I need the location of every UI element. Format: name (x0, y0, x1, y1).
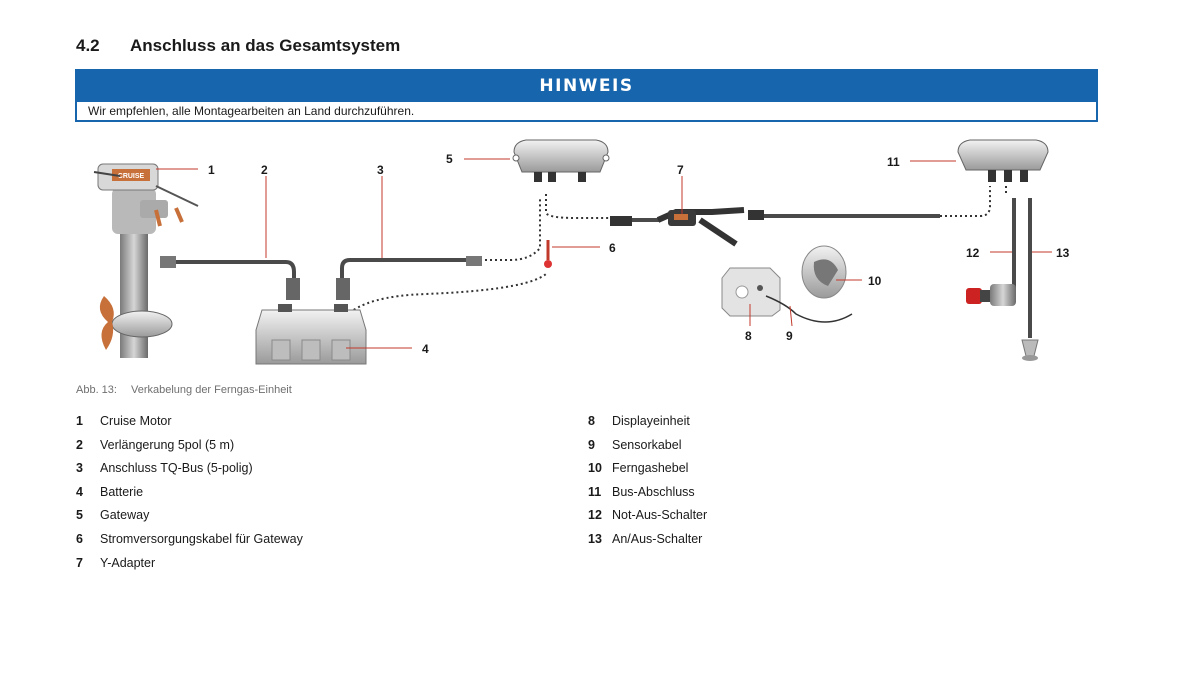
bus-terminator-illustration (957, 139, 1049, 182)
figure-caption: Abb. 13: Verkabelung der Ferngas-Einheit (76, 384, 292, 396)
section-heading: 4.2 Anschluss an das Gesamtsystem (76, 36, 400, 56)
callout-1: 1 (208, 163, 215, 177)
notice-text: Wir empfehlen, alle Montagearbeiten an L… (88, 104, 415, 118)
dotted-wires (345, 186, 1007, 317)
battery-illustration (255, 304, 367, 365)
figure-caption-label: Abb. 13: (76, 384, 117, 396)
callout-5: 5 (446, 152, 453, 166)
on-off-switch-illustration (1021, 339, 1039, 361)
callout-8: 8 (745, 329, 752, 343)
notice-box: HINWEIS Wir empfehlen, alle Montagearbei… (75, 69, 1098, 122)
throttle-lever-illustration (801, 245, 847, 299)
tq-bus-cable (340, 258, 470, 288)
callout-11: 11 (887, 155, 900, 169)
callout-13: 13 (1056, 246, 1070, 260)
figure-caption-text: Verkabelung der Ferngas-Einheit (130, 384, 292, 396)
callout-2: 2 (261, 163, 268, 177)
section-title: Anschluss an das Gesamtsystem (130, 36, 401, 55)
callout-leaders (156, 158, 1052, 349)
callout-10: 10 (868, 274, 882, 288)
emergency-stop-switch-illustration (966, 284, 1016, 306)
callout-12: 12 (966, 246, 980, 260)
callout-9: 9 (786, 329, 793, 343)
gateway-power-wire (345, 273, 547, 317)
wiring-diagram: CRUISE (93, 139, 1070, 365)
y-adapter-illustration (610, 207, 764, 247)
extension-cable-5pol (172, 260, 296, 288)
cruise-motor-illustration: CRUISE (93, 163, 199, 358)
callout-7: 7 (677, 163, 684, 177)
callout-6: 6 (609, 241, 616, 255)
callout-4: 4 (422, 342, 429, 356)
motor-brand-label: CRUISE (118, 173, 145, 180)
notice-heading: HINWEIS (77, 71, 1096, 102)
callout-3: 3 (377, 163, 384, 177)
display-unit-illustration (721, 267, 853, 323)
gateway-illustration (512, 139, 610, 182)
section-number: 4.2 (76, 36, 100, 55)
